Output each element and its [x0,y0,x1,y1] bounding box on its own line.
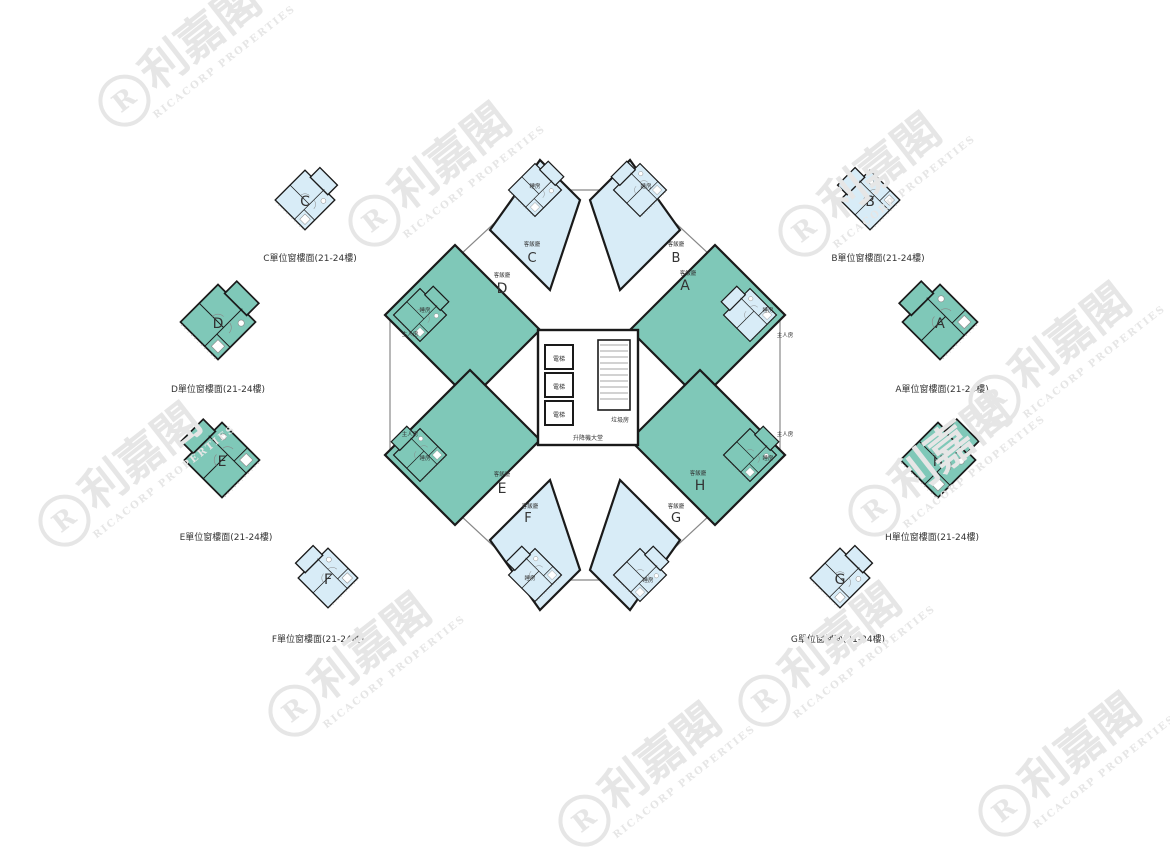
tower-room-block-7 [612,545,670,603]
keyplan-unit-c [274,166,339,231]
caption-h: H單位窗樓面(21-24樓) [885,533,979,543]
keyplan-letter-b: B [865,194,875,210]
keyplan-unit-g [809,544,874,609]
keyplan-unit-b [836,166,901,231]
refuse-room-label: 垃圾房 [611,416,629,424]
tower-room-label-5: 客飯廳 [690,469,707,477]
keyplan-letter-f: F [324,572,332,588]
tower-room-label-17: 主人房 [777,331,794,339]
tower-room-label-2: 客飯廳 [494,271,511,279]
lift-label-1: 電梯 [553,355,565,363]
tower-unit-e [383,368,542,527]
tower-room-block-5 [722,425,780,483]
caption-e: E單位窗樓面(21-24樓) [179,533,273,543]
keyplan-unit-d [179,279,261,361]
keyplan-letter-h: H [933,454,944,470]
tower-unit-b [588,158,682,293]
keyplan-letter-c: C [300,194,310,210]
keyplan-unit-a [897,279,979,361]
tower-room-label-8: 睡房 [529,182,541,190]
keyplan-unit-e [179,417,261,499]
tower-unit-h [628,368,787,527]
lift-label-2: 電梯 [553,383,565,391]
tower-room-label-16: 主人房 [402,330,419,338]
tower-room-label-4: 客飯廳 [494,470,511,478]
tower-letter-c: C [527,251,536,266]
tower-room-label-0: 客飯廳 [524,240,541,248]
tower-room-label-7: 客飯廳 [668,502,685,510]
tower-letter-f: F [524,511,531,526]
keyplan-unit-h [899,417,981,499]
tower-room-label-12: 睡房 [419,454,431,462]
keyplan-unit-f [294,544,359,609]
tower-room-label-3: 客飯廳 [680,269,697,277]
tower-room-block-4 [390,425,448,483]
tower-room-label-10: 睡房 [419,306,431,314]
tower-room-label-19: 主人房 [777,430,794,438]
keyplan-letter-g: G [835,572,846,588]
tower-room-label-15: 睡房 [642,576,654,584]
tower-room-label-11: 睡房 [762,306,774,314]
keyplan-letter-e: E [218,454,227,470]
caption-g: G單位窗樓面(21-24樓) [790,635,886,645]
tower-letter-h: H [695,478,706,494]
tower-letter-b: B [672,251,681,266]
tower-room-block-1 [610,160,668,218]
tower-room-block-2 [392,285,450,343]
tower-room-label-13: 睡房 [762,454,774,462]
tower-room-label-18: 主人房 [402,430,419,438]
tower-room-block-6 [505,545,563,603]
keyplan-letter-a: A [935,316,945,332]
watermark-logo-icon: R [547,784,621,858]
tower-room-block-3 [720,285,778,343]
tower-room-block-0 [507,160,565,218]
lift-label-3: 電梯 [553,411,565,419]
tower-room-label-9: 睡房 [640,182,652,190]
tower-room-label-6: 客飯廳 [522,502,539,510]
watermark-logo-icon: R [967,774,1041,848]
tower-letter-a: A [680,278,690,294]
tower-letter-g: G [671,511,681,526]
caption-b: B單位窗樓面(21-24樓) [831,254,925,264]
tower-letter-d: D [497,281,508,297]
caption-f: F單位窗樓面(21-24樓) [271,635,365,645]
lift-lobby-label: 升降機大堂 [573,434,603,442]
caption-d: D單位窗樓面(21-24樓) [170,385,266,395]
caption-a: A單位窗樓面(21-24樓) [895,385,989,395]
tower-letter-e: E [498,481,507,497]
keyplan-letter-d: D [213,316,224,332]
tower-room-label-1: 客飯廳 [668,240,685,248]
tower-room-label-14: 睡房 [524,574,536,582]
caption-c: C單位窗樓面(21-24樓) [263,254,357,264]
